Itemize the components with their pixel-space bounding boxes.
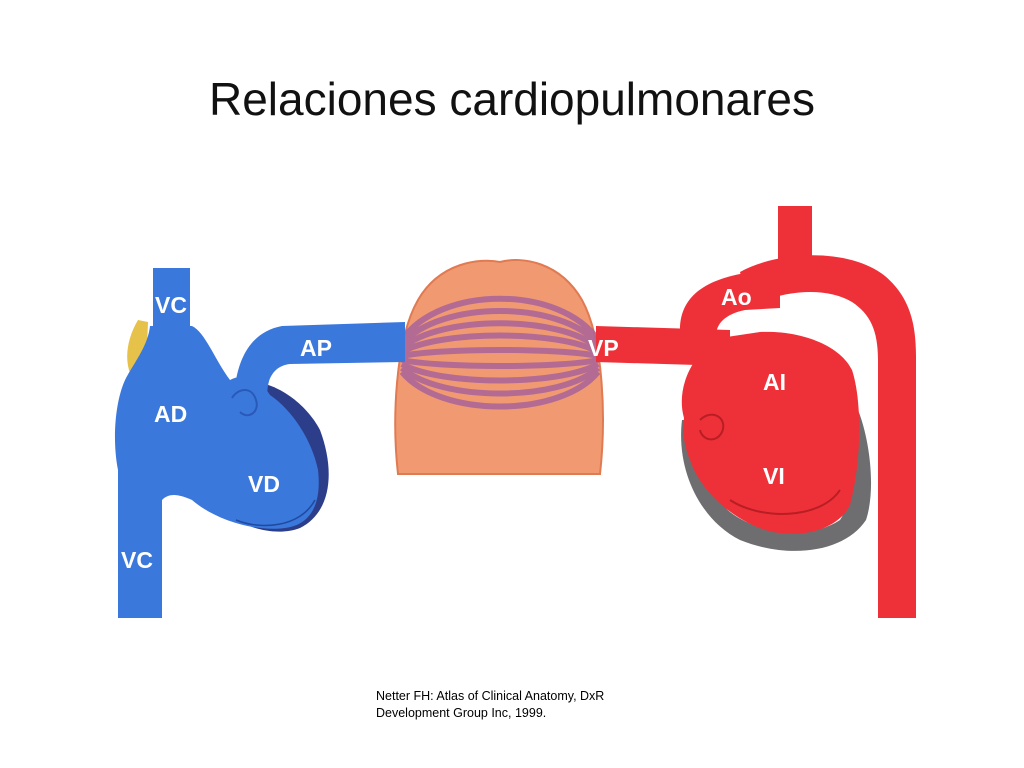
mitral-valve — [699, 413, 725, 441]
label-vi: VI — [763, 463, 785, 489]
aortic-arch-branch — [778, 206, 812, 262]
left-ventricle-muscle — [681, 410, 872, 551]
pulmonary-capillary-bed — [399, 295, 601, 410]
left-ventricle-inner — [729, 489, 841, 515]
label-ai: AI — [763, 369, 786, 395]
label-ao: Ao — [721, 284, 752, 310]
label-ap: AP — [300, 335, 332, 361]
citation-line-2: Development Group Inc, 1999. — [376, 706, 547, 720]
tricuspid-valve — [231, 389, 258, 417]
right-heart-body — [114, 326, 319, 618]
label-vp: VP — [588, 335, 619, 361]
label-ad: AD — [154, 401, 187, 427]
aorta-arch-descending — [740, 255, 916, 618]
citation: Netter FH: Atlas of Clinical Anatomy, Dx… — [376, 688, 676, 722]
pulmonary-vein — [596, 326, 730, 366]
label-vc-bottom: VC — [121, 547, 153, 573]
right-heart-outline — [235, 499, 316, 527]
label-vd: VD — [248, 471, 280, 497]
slide-title: Relaciones cardiopulmonares — [209, 73, 815, 125]
citation-line-1: Netter FH: Atlas of Clinical Anatomy, Dx… — [376, 689, 605, 703]
left-heart-body — [681, 331, 860, 534]
pulmonary-artery-trunk — [234, 322, 405, 402]
label-vc-top: VC — [155, 292, 187, 318]
vena-cava-superior — [153, 268, 190, 330]
